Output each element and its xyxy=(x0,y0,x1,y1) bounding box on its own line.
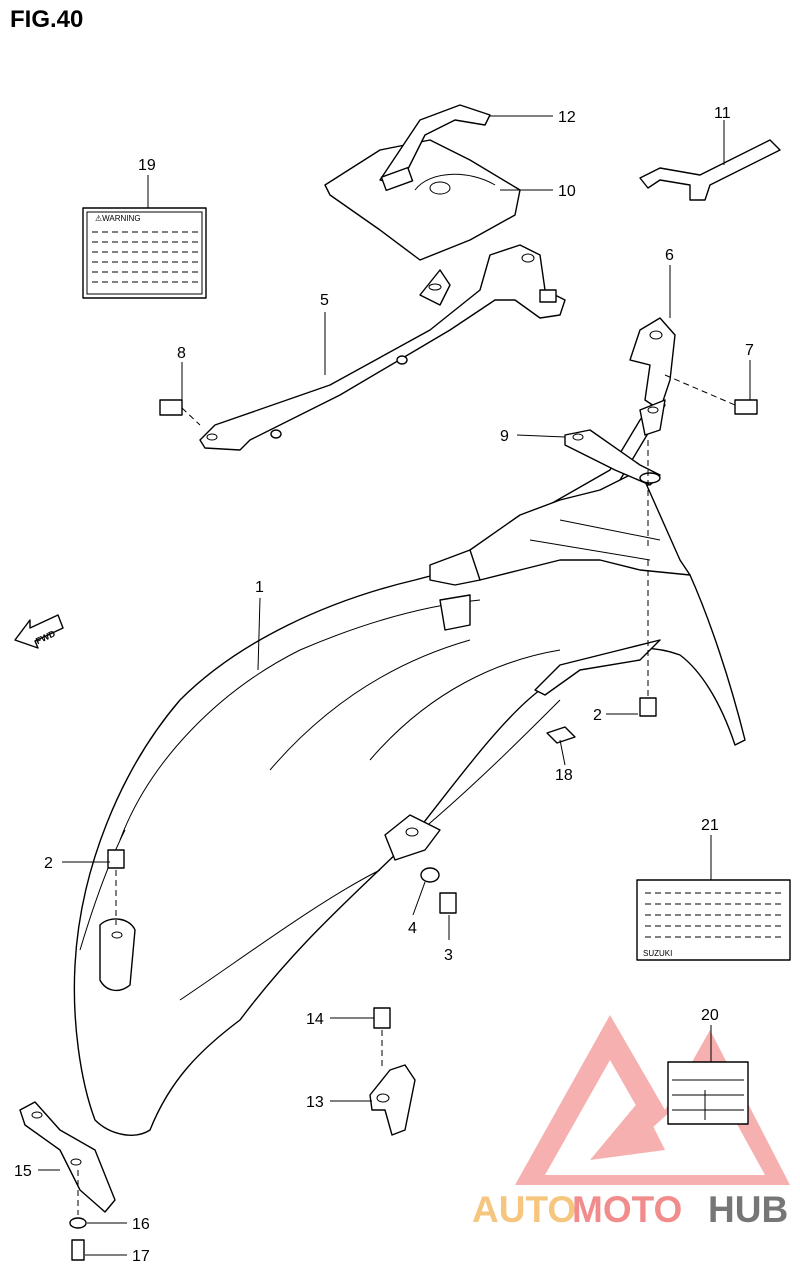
callout-12: 12 xyxy=(558,109,576,126)
callout-15: 15 xyxy=(14,1163,32,1180)
bracket-15-part xyxy=(19,1101,116,1215)
small-label-part xyxy=(667,1061,749,1125)
bolt-2-upper-part xyxy=(639,440,657,717)
bolt-14-part xyxy=(373,1007,391,1070)
callout-2: 2 xyxy=(44,855,53,872)
callout-21: 21 xyxy=(701,817,719,834)
callout-8: 8 xyxy=(177,345,186,362)
callout-3: 3 xyxy=(444,947,453,964)
seat-tray-part xyxy=(324,139,521,261)
info-label-part xyxy=(636,879,791,961)
callout-19: 19 xyxy=(138,157,156,174)
callout-17: 17 xyxy=(132,1248,150,1265)
bolt-3-part xyxy=(439,892,457,914)
callout-6: 6 xyxy=(665,247,674,264)
callout-4: 4 xyxy=(408,920,417,937)
callout-9: 9 xyxy=(500,428,509,445)
strap-part xyxy=(379,104,491,192)
callout-14: 14 xyxy=(306,1011,324,1028)
callout-1: 1 xyxy=(255,579,264,596)
watermark-text-hub: HUB xyxy=(708,1189,788,1230)
watermark-logo xyxy=(515,1015,790,1185)
bolt-8-part xyxy=(159,399,201,426)
callout-16: 16 xyxy=(132,1216,150,1233)
watermark-text-auto: AUTO xyxy=(472,1189,576,1230)
tool-part xyxy=(639,139,781,201)
warning-label-part xyxy=(82,207,207,299)
callout-10: 10 xyxy=(558,183,576,200)
fender-mount-frame xyxy=(429,317,691,631)
pad-part xyxy=(546,726,576,744)
watermark-text-moto: MOTO xyxy=(572,1189,682,1230)
callout-11: 11 xyxy=(714,105,731,122)
warning-label-heading: ⚠WARNING xyxy=(95,214,141,223)
rear-fender-part xyxy=(73,556,746,1136)
figure-title: FIG.40 xyxy=(10,6,84,33)
forward-direction-arrow xyxy=(14,614,64,649)
clamp-part xyxy=(369,1064,416,1136)
washer-16-part xyxy=(69,1217,87,1229)
rear-bracket-part xyxy=(199,244,566,451)
bolt-17-part xyxy=(71,1239,85,1261)
watermark-text: AUTO MOTO HUB xyxy=(472,1189,788,1230)
callout-5: 5 xyxy=(320,292,329,309)
leader-lines xyxy=(38,115,751,1256)
nut-4-part xyxy=(420,867,440,883)
callout-18: 18 xyxy=(555,767,573,784)
bolt-2-lower-part xyxy=(107,849,125,925)
callout-13: 13 xyxy=(306,1094,324,1111)
callout-20: 20 xyxy=(701,1007,719,1024)
bolt-7-part xyxy=(664,374,758,415)
callout-7: 7 xyxy=(745,342,754,359)
manufacturer-label: SUZUKI xyxy=(643,949,672,958)
callout-numbers: 1 2 2 3 4 5 6 7 8 9 10 11 12 13 14 15 16… xyxy=(14,105,754,1265)
callout-2: 2 xyxy=(593,707,602,724)
